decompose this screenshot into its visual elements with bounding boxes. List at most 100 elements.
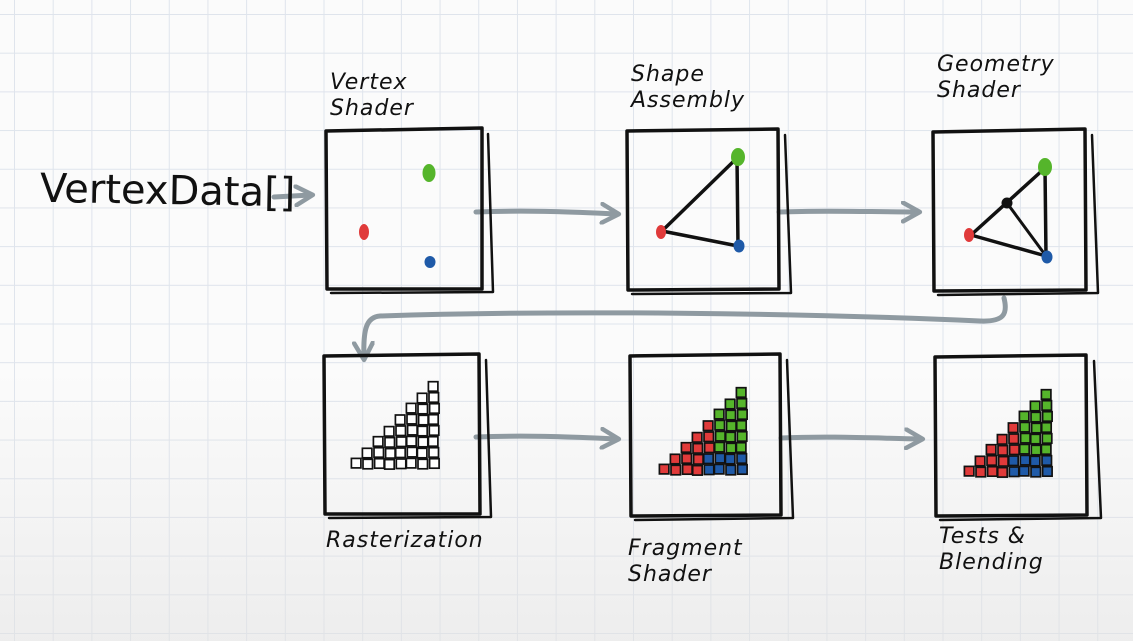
fragment-cell — [703, 431, 715, 443]
box-rasterization — [322, 352, 493, 520]
blended-cell — [1008, 433, 1020, 445]
input-label: VertexData[] — [39, 165, 296, 217]
fragment-cell — [702, 420, 714, 432]
raster-cell — [417, 436, 429, 448]
fragment-cell — [658, 463, 670, 475]
raster-cell — [395, 425, 407, 437]
blended-cell — [996, 433, 1008, 445]
blended-cell — [1041, 410, 1053, 423]
fragment-cell — [703, 464, 715, 476]
fragment-cell — [681, 452, 693, 465]
blended-cell — [1041, 399, 1053, 412]
blended-cell — [1030, 411, 1042, 423]
blended-fragments — [963, 388, 1053, 478]
raster-cell — [362, 458, 374, 470]
blended-cell — [975, 466, 987, 478]
raster-cell — [361, 447, 373, 459]
raster-cell — [427, 413, 440, 426]
fragment-cell — [702, 453, 715, 465]
arrow-shape-to-geometry — [776, 211, 918, 212]
blended-cell — [1030, 466, 1042, 478]
blue-vertex — [424, 256, 436, 268]
raster-cell — [384, 447, 396, 459]
fragment-cell — [670, 464, 682, 476]
fragment-cell — [724, 398, 736, 410]
blended-cell — [996, 466, 1009, 478]
fragment-cell — [691, 431, 703, 443]
raster-cell — [383, 425, 395, 437]
blended-cell — [1041, 454, 1053, 467]
fragment-cell — [736, 408, 748, 421]
fragment-cell — [713, 441, 726, 453]
blended-cell — [1029, 455, 1041, 467]
blended-cell — [974, 455, 986, 467]
fragment-cell — [692, 453, 704, 465]
raster-cell — [417, 403, 429, 415]
blended-cell — [1018, 465, 1030, 477]
fragment-cell — [703, 442, 715, 454]
fragment-cell — [736, 452, 748, 465]
arrow-rasterization-to-fragment — [473, 436, 617, 439]
geometry-triangle — [964, 158, 1053, 264]
stage-label-geometry-shader: Geometry Shader — [937, 52, 1055, 103]
fragment-cell — [680, 441, 692, 454]
fragment-cell — [669, 453, 681, 465]
raster-cell — [428, 446, 440, 459]
blended-cell — [1040, 443, 1052, 456]
raster-cell — [417, 414, 429, 426]
raster-cell — [405, 457, 417, 469]
fragment-cell — [736, 463, 748, 476]
raster-cell — [372, 435, 384, 448]
fragment-cell — [691, 464, 704, 476]
raster-cell — [406, 413, 418, 425]
raster-cell — [394, 447, 407, 459]
fragment-cell — [714, 452, 726, 464]
blended-cell — [997, 455, 1009, 467]
fragment-cell — [713, 408, 725, 420]
blended-cell — [985, 443, 997, 456]
blended-cell — [1041, 465, 1053, 478]
blended-cell — [1040, 421, 1053, 434]
blended-cell — [1030, 444, 1042, 456]
fragment-cell — [714, 419, 726, 431]
raster-cell — [428, 402, 440, 415]
raster-cell — [427, 435, 439, 448]
blended-cell — [1007, 455, 1020, 467]
blended-cell — [1030, 422, 1042, 434]
blended-cell — [1018, 410, 1030, 422]
raster-cell — [416, 447, 428, 459]
raster-cell — [384, 436, 396, 448]
blended-cell — [1008, 466, 1020, 478]
blended-cell — [963, 465, 975, 477]
blended-cell — [1041, 432, 1053, 445]
raster-cell — [383, 458, 396, 470]
raster-cell — [428, 457, 440, 470]
blended-cell — [1019, 421, 1031, 433]
blended-cell — [1019, 432, 1031, 444]
green-vertex — [422, 164, 436, 182]
fragment-cell — [735, 419, 748, 432]
blended-cell — [1029, 400, 1041, 412]
blended-cell — [1007, 422, 1019, 434]
raster-cell — [428, 391, 440, 404]
input-arrow — [271, 195, 311, 197]
stage-label-tests-blending: Tests & Blending — [939, 524, 1044, 575]
stage-label-shape-assembly: Shape Assembly — [631, 62, 746, 113]
blended-cell — [997, 444, 1009, 456]
fragment-cell — [725, 420, 737, 432]
fragment-cell — [736, 430, 748, 443]
box-vertex-shader — [324, 126, 495, 295]
blended-cell — [1040, 388, 1052, 401]
arrow-vertex-to-shape — [473, 211, 617, 214]
raster-cell — [405, 435, 418, 447]
blended-cell — [986, 454, 998, 467]
blended-cell — [1019, 454, 1031, 466]
arrow-fragment-to-tests — [778, 437, 921, 439]
raster-cell — [416, 425, 429, 437]
box-shape-assembly — [625, 127, 793, 296]
fragment-cell — [724, 431, 737, 443]
blended-cell — [1029, 433, 1042, 445]
raster-cell — [427, 380, 439, 393]
